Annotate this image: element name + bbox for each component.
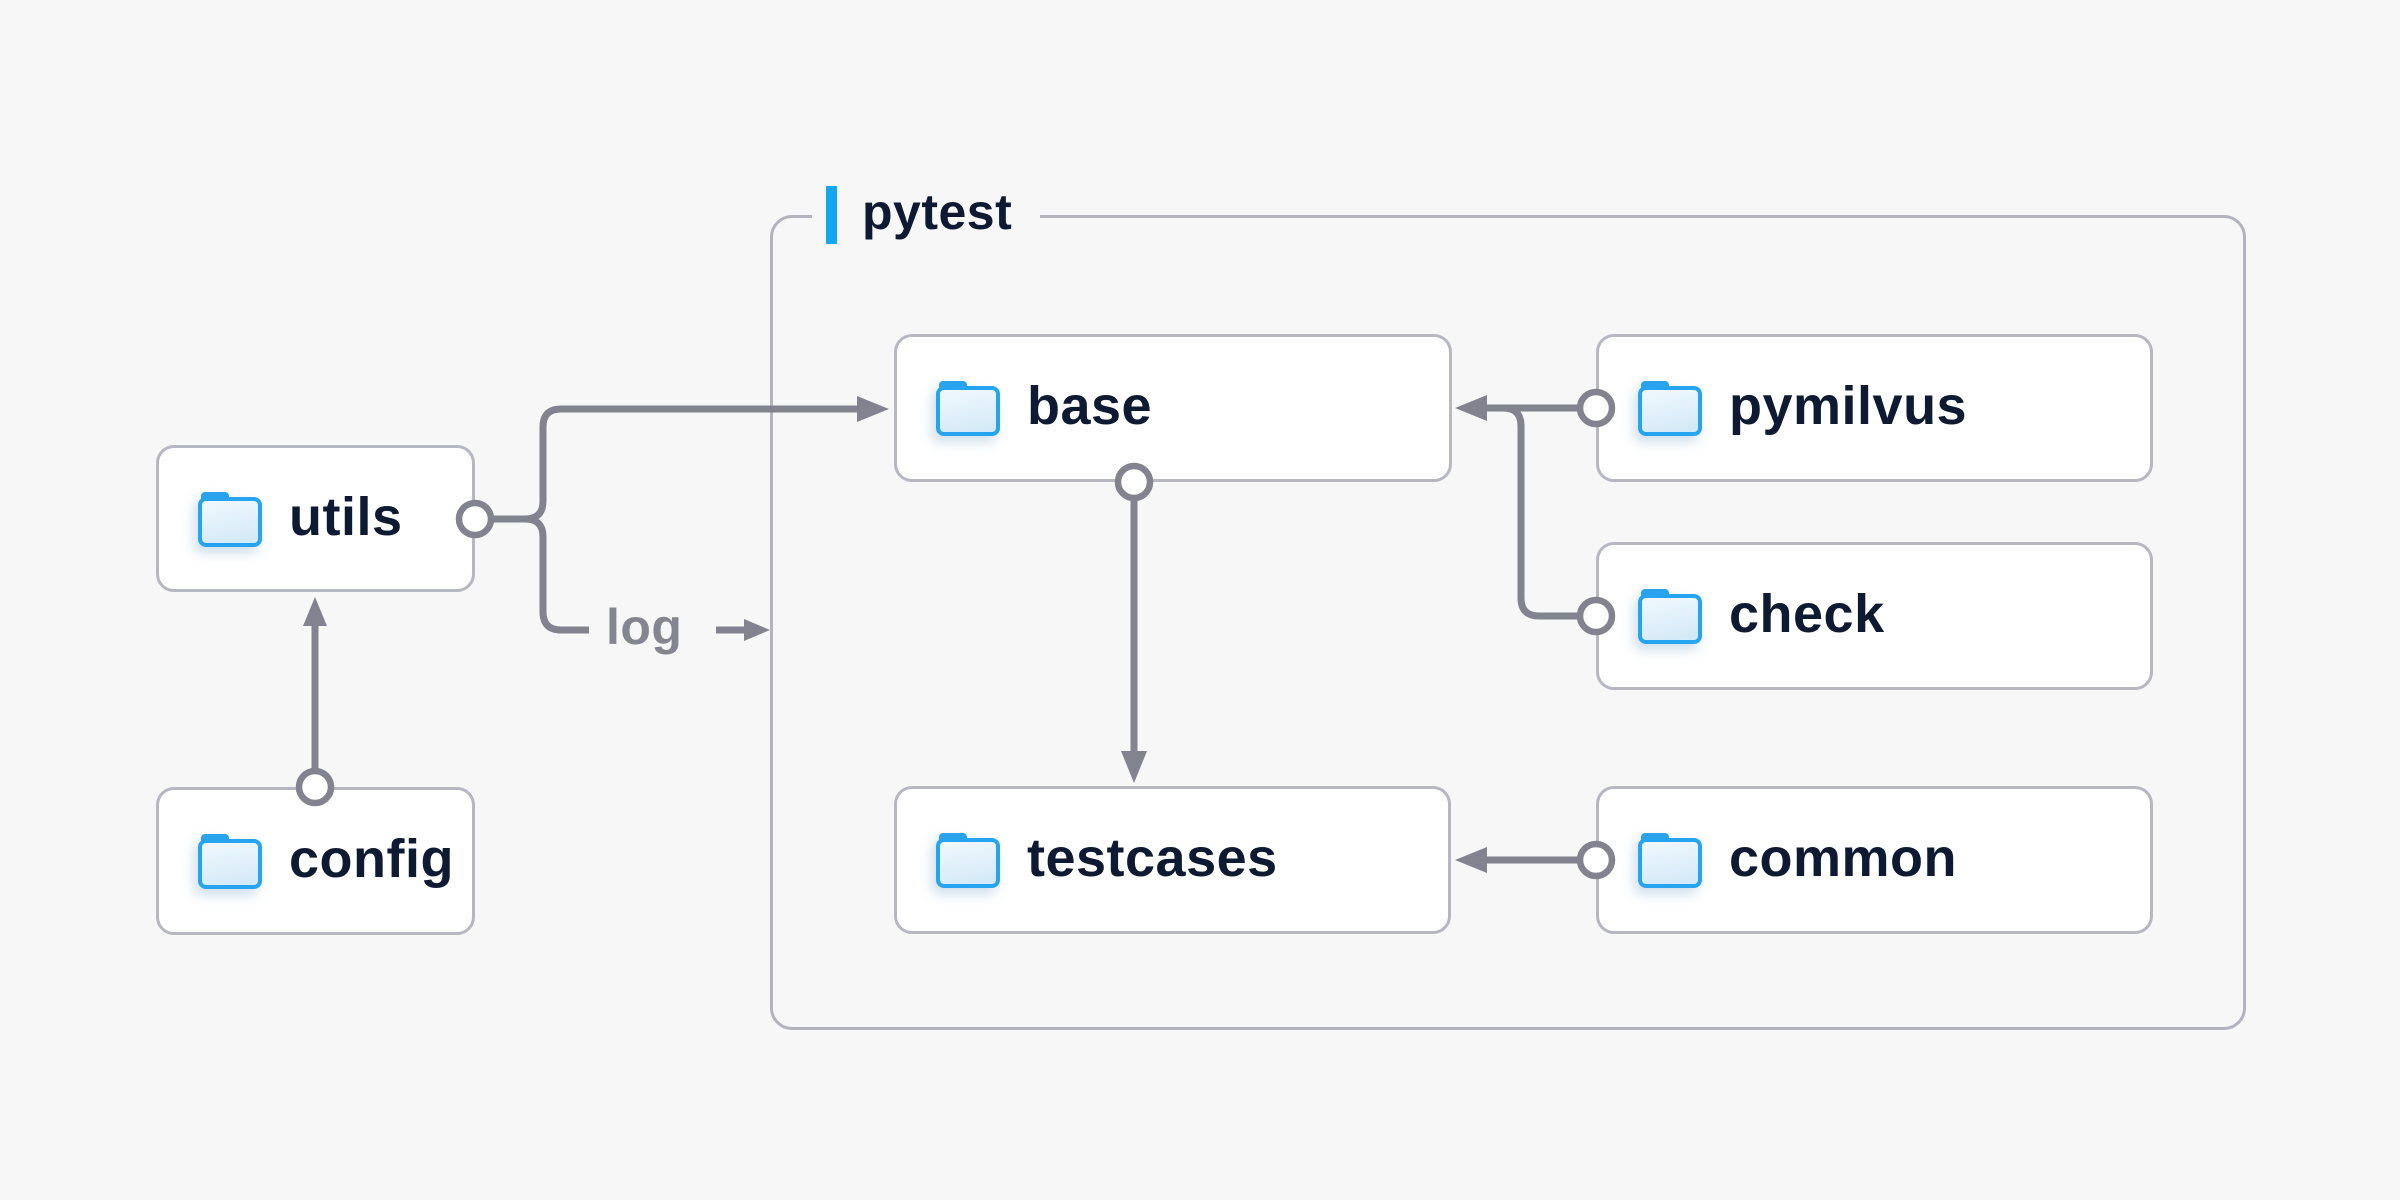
group-title: pytest xyxy=(862,184,1013,240)
node-check[interactable]: check xyxy=(1596,542,2153,690)
folder-icon xyxy=(935,379,1001,437)
folder-icon xyxy=(1637,831,1703,889)
node-label: config xyxy=(289,829,454,889)
folder-icon xyxy=(197,490,263,548)
pytest-group-container xyxy=(770,215,2246,1030)
folder-icon xyxy=(935,831,1001,889)
edge-label-log: log xyxy=(606,599,683,655)
node-common[interactable]: common xyxy=(1596,786,2153,934)
node-label: base xyxy=(1027,376,1153,436)
node-label: common xyxy=(1729,828,1958,888)
node-label: utils xyxy=(289,486,403,547)
node-pymilvus[interactable]: pymilvus xyxy=(1596,334,2153,482)
node-config[interactable]: config xyxy=(156,787,475,935)
node-label: testcases xyxy=(1027,828,1278,888)
node-base[interactable]: base xyxy=(894,334,1452,482)
edge-config-utils xyxy=(295,597,335,807)
folder-icon xyxy=(197,832,263,890)
node-utils[interactable]: utils xyxy=(156,445,475,592)
node-label: pymilvus xyxy=(1729,376,1968,436)
pytest-group-label: pytest xyxy=(812,184,1041,246)
node-label: check xyxy=(1729,584,1885,644)
folder-icon xyxy=(1637,379,1703,437)
folder-icon xyxy=(1637,587,1703,645)
accent-bar-icon xyxy=(826,186,837,244)
node-testcases[interactable]: testcases xyxy=(894,786,1451,934)
